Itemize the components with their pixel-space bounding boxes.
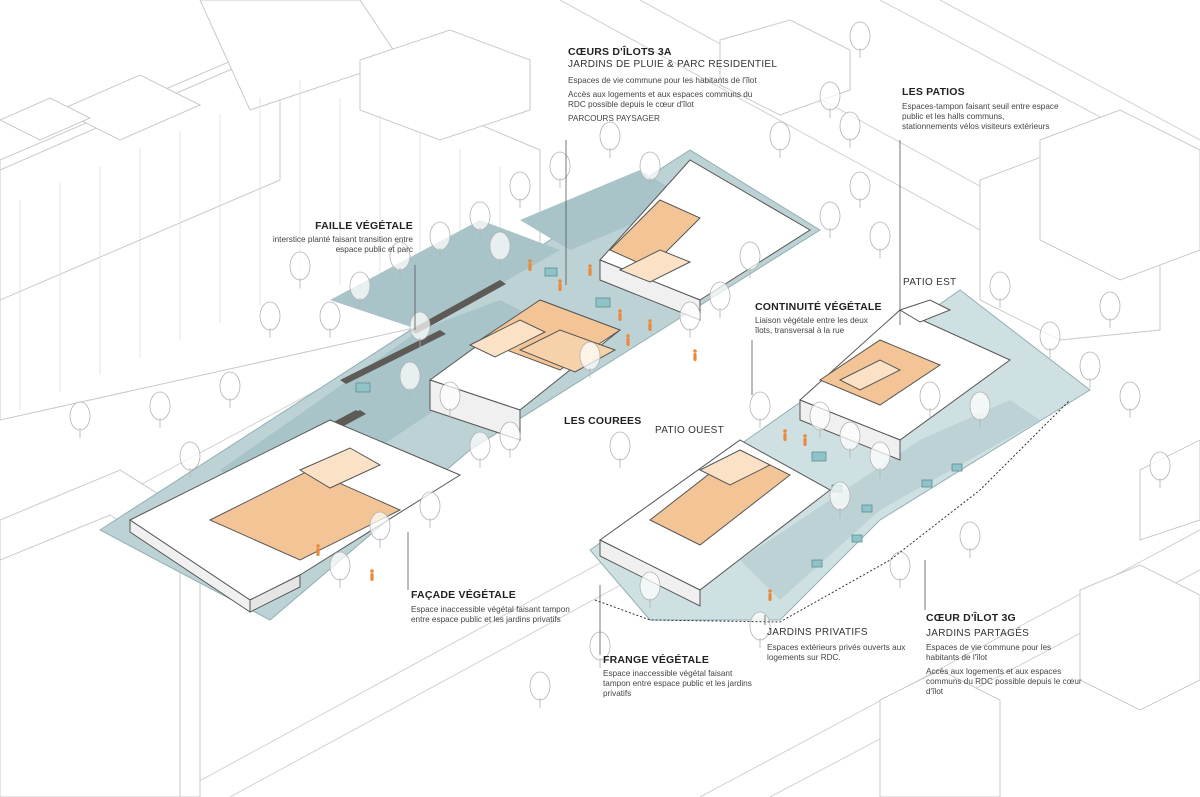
tree-icon <box>819 201 841 239</box>
annotation-facade-vegetale: FAÇADE VÉGÉTALE Espace inaccessible végé… <box>411 589 571 625</box>
les-patios-line1: Espaces-tampon faisant seuil entre espac… <box>902 102 1059 121</box>
tree-icon <box>839 111 861 149</box>
tree-icon <box>499 421 521 459</box>
tree-icon <box>419 491 441 529</box>
annotation-coeur-ilot-3g: CŒUR D'ÎLOT 3G JARDINS PARTAGÉS Espaces … <box>926 612 1086 697</box>
facade-vegetale-text: Espace inaccessible végétal faisant tamp… <box>411 605 570 624</box>
tree-icon <box>679 301 701 339</box>
person-icon <box>370 569 374 581</box>
person-icon <box>783 429 787 441</box>
tree-icon <box>549 151 571 189</box>
tree-icon <box>69 401 91 439</box>
tree-icon <box>769 121 791 159</box>
continuite-vegetale-text: Liaison végétale entre les deux îlots, t… <box>755 316 868 335</box>
tree-icon <box>709 281 731 319</box>
coeur-ilot-3g-subtitle: JARDINS PARTAGÉS <box>926 628 1030 639</box>
tree-icon <box>1119 381 1141 419</box>
annotation-jardins-privatifs: JARDINS PRIVATIFS Espaces extérieurs pri… <box>767 627 907 663</box>
tree-icon <box>329 551 351 589</box>
tree-icon <box>869 221 891 259</box>
person-icon <box>316 544 320 556</box>
facade-grid <box>19 80 501 410</box>
person-icon <box>648 319 652 331</box>
continuite-vegetale-title: CONTINUITÉ VÉGÉTALE <box>755 301 882 313</box>
tree-icon <box>849 171 871 209</box>
annotation-frange-vegetale: FRANGE VÉGÉTALE Espace inaccessible végé… <box>603 654 758 699</box>
coeurs-ilots-3a-subtitle: JARDINS DE PLUIE & PARC RESIDENTIEL <box>568 59 778 70</box>
tree-icon <box>1039 321 1061 359</box>
tree-icon <box>149 391 171 429</box>
block-3g-buildings <box>599 299 1011 607</box>
frange-outline <box>594 399 1071 623</box>
person-icon <box>693 349 697 361</box>
leader-lines <box>407 140 926 655</box>
person-icon <box>588 264 592 276</box>
jardins-privatifs-title: JARDINS PRIVATIFS <box>767 627 868 638</box>
tree-icon <box>849 21 871 59</box>
tree-icon <box>219 371 241 409</box>
tree-icon <box>469 431 491 469</box>
tree-icon <box>1079 351 1101 389</box>
faille-vegetale-title: FAILLE VÉGÉTALE <box>315 220 413 232</box>
annotation-les-patios: LES PATIOS Espaces-tampon faisant seuil … <box>902 86 1072 132</box>
jardins-privatifs-text: Espaces extérieurs privés ouverts aux lo… <box>767 643 906 662</box>
tree-icon <box>609 431 631 469</box>
les-patios-title: LES PATIOS <box>902 86 965 98</box>
annotation-faille-vegetale: FAILLE VÉGÉTALE interstice planté faisan… <box>265 220 413 255</box>
person-icon <box>768 589 772 601</box>
person-icon <box>558 279 562 291</box>
frange-vegetale-text: Espace inaccessible végétal faisant tamp… <box>603 669 752 698</box>
person-icon <box>803 434 807 446</box>
tree-icon <box>959 521 981 559</box>
annotation-coeurs-ilots-3a: CŒURS D'ÎLOTS 3A JARDINS DE PLUIE & PARC… <box>568 46 778 124</box>
tree-icon <box>529 671 551 709</box>
tree-icon <box>889 551 911 589</box>
facade-vegetale-title: FAÇADE VÉGÉTALE <box>411 589 516 601</box>
coeur-ilot-3g-title: CŒUR D'ÎLOT 3G <box>926 612 1016 624</box>
coeurs-ilots-3a-line1: Espaces de vie commune pour les habitant… <box>568 76 757 85</box>
person-icon <box>528 259 532 271</box>
tree-icon <box>599 121 621 159</box>
person-icon <box>626 334 630 346</box>
coeur-ilot-3g-line2: Accès aux logements et aux espaces commu… <box>926 667 1082 696</box>
les-courees-label: LES COUREES <box>564 415 642 427</box>
person-icon <box>618 309 622 321</box>
les-patios-line2: stationnements vélos visiteurs extérieur… <box>902 122 1050 131</box>
coeur-ilot-3g-line1: Espaces de vie commune pour les habitant… <box>926 643 1052 662</box>
coeurs-ilots-3a-line3: PARCOURS PAYSAGER <box>568 114 660 123</box>
faille-vegetale-text: interstice planté faisant transition ent… <box>272 235 413 254</box>
patio-est-label: PATIO EST <box>903 277 957 288</box>
patio-ouest-label: PATIO OUEST <box>655 425 725 436</box>
tree-icon <box>749 391 771 429</box>
tree-icon <box>819 81 841 119</box>
coeurs-ilots-3a-line2: Accès aux logements et aux espaces commu… <box>568 90 753 109</box>
tree-icon <box>369 511 391 549</box>
annotation-continuite-vegetale: CONTINUITÉ VÉGÉTALE Liaison végétale ent… <box>755 301 882 336</box>
frange-vegetale-title: FRANGE VÉGÉTALE <box>603 654 710 666</box>
coeurs-ilots-3a-title: CŒURS D'ÎLOTS 3A <box>568 46 672 58</box>
